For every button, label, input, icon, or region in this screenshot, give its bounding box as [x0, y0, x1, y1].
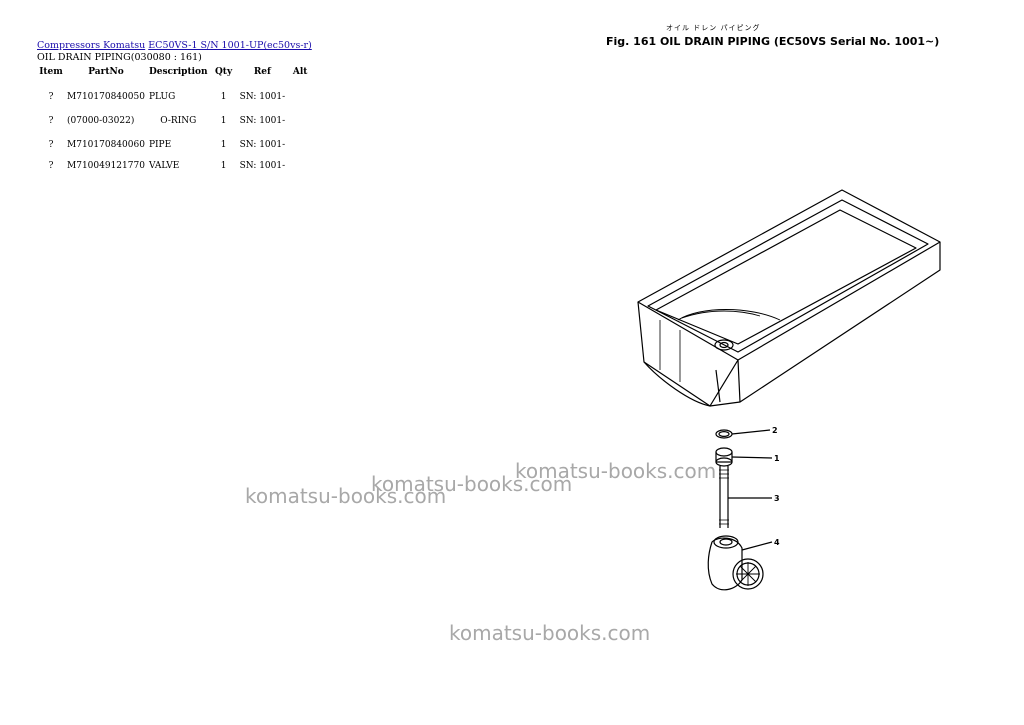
cell-qty: 1: [220, 92, 227, 102]
callout-3: 3: [774, 494, 780, 503]
watermark: komatsu-books.com: [515, 459, 717, 483]
header-alt: Alt: [292, 67, 308, 77]
breadcrumb: Compressors Komatsu EC50VS-1 S/N 1001-UP…: [37, 40, 312, 51]
cell-description: PLUG: [148, 92, 176, 102]
cell-alt: [287, 109, 313, 133]
oil-pan-rim: [637, 189, 941, 361]
watermark: komatsu-books.com: [371, 472, 573, 496]
header-partno: PartNo: [88, 67, 124, 77]
valve-part: [707, 537, 743, 591]
valve-handwheel: [732, 558, 764, 590]
cell-ref: SN: 1001-: [239, 161, 286, 171]
cell-ref: SN: 1001-: [239, 140, 286, 150]
cell-ref: SN: 1001-: [239, 92, 286, 102]
oil-drain-piping-drawing: 2 1 3 4: [637, 189, 941, 591]
callout-1: 1: [774, 454, 780, 463]
header-item: Item: [39, 67, 63, 77]
cell-description: O-RING: [160, 116, 197, 126]
cell-partno: M710170840060: [67, 140, 145, 150]
plug-part: [715, 452, 733, 463]
cell-alt: [287, 133, 313, 157]
figure-caption: Fig. 161 OIL DRAIN PIPING (EC50VS Serial…: [606, 35, 940, 48]
cell-ref: SN: 1001-: [239, 116, 286, 126]
cell-item: ?: [48, 140, 54, 150]
cell-qty: 1: [220, 161, 227, 171]
callout-2: 2: [772, 426, 778, 435]
header-description: Description: [148, 67, 208, 77]
breadcrumb-link-model[interactable]: EC50VS-1 S/N 1001-UP(ec50vs-r): [148, 40, 312, 51]
cell-description: PIPE: [148, 140, 172, 150]
cell-qty: 1: [220, 116, 227, 126]
cell-partno: M710170840050: [67, 92, 145, 102]
page-subtitle: OIL DRAIN PIPING(030080 : 161): [37, 52, 202, 63]
callout-4: 4: [774, 538, 780, 547]
cell-partno: M710049121770: [67, 161, 145, 171]
cell-description: VALVE: [148, 161, 180, 171]
pipe-part: [719, 466, 729, 528]
header-ref: Ref: [253, 67, 271, 77]
oil-pan-body: [637, 301, 739, 407]
watermark: komatsu-books.com: [449, 621, 651, 645]
cell-item: ?: [48, 92, 54, 102]
table-row: ? M710170840060 PIPE 1 SN: 1001-: [37, 133, 313, 157]
breadcrumb-link-compressors[interactable]: Compressors Komatsu: [37, 40, 146, 51]
table-row: ? (07000-03022) O-RING 1 SN: 1001-: [37, 109, 313, 133]
drain-boss: [714, 339, 734, 351]
figure-title: オイル ドレン パイピング Fig. 161 OIL DRAIN PIPING …: [606, 24, 940, 48]
parts-table: Item PartNo Description Qty Ref Alt ? M7…: [37, 66, 313, 175]
table-header-row: Item PartNo Description Qty Ref Alt: [37, 66, 313, 85]
header-qty: Qty: [214, 67, 233, 77]
figure-jp-caption: オイル ドレン パイピング: [666, 24, 761, 32]
cell-alt: [287, 85, 313, 109]
cell-item: ?: [48, 161, 54, 171]
table-row: ? M710049121770 VALVE 1 SN: 1001-: [37, 157, 313, 175]
cell-partno: (07000-03022): [67, 116, 135, 126]
cell-alt: [287, 157, 313, 175]
watermark: komatsu-books.com: [245, 484, 447, 508]
cell-item: ?: [48, 116, 54, 126]
cell-qty: 1: [220, 140, 227, 150]
table-row: ? M710170840050 PLUG 1 SN: 1001-: [37, 85, 313, 109]
